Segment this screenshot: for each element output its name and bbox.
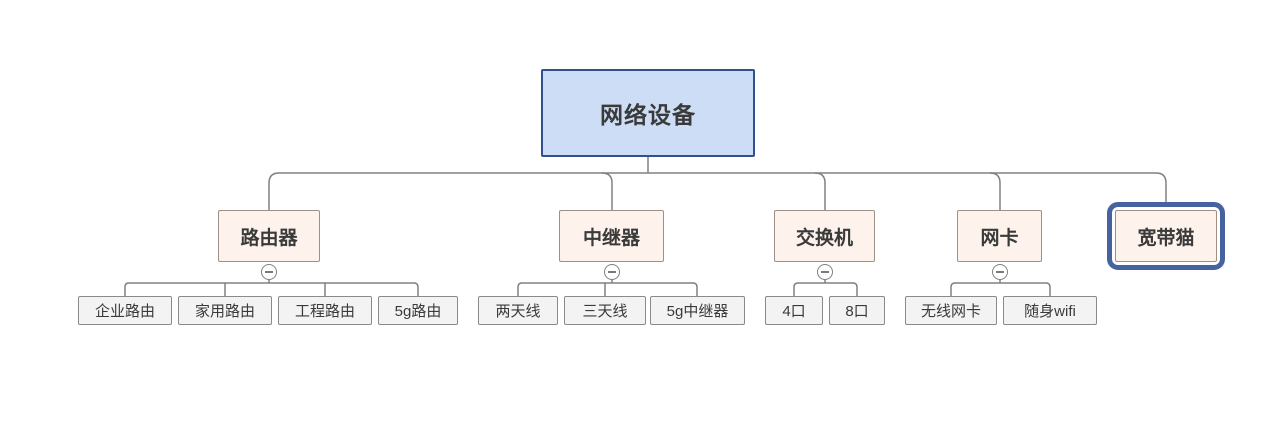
leaf-node-label: 无线网卡 — [920, 303, 981, 320]
branch-node-router[interactable]: 路由器 — [218, 210, 320, 262]
connector-repeater-rail — [517, 282, 698, 296]
connector-drop-nic — [989, 172, 1001, 210]
branch-node-repeater[interactable]: 中继器 — [559, 210, 664, 262]
leaf-node-label: 两天线 — [495, 303, 541, 320]
collapse-toggle-repeater[interactable] — [604, 264, 620, 280]
leaf-node-5g-repeater[interactable]: 5g中继器 — [650, 296, 745, 325]
leaf-node-label: 8口 — [845, 303, 869, 320]
root-node-network-devices[interactable]: 网络设备 — [541, 69, 755, 157]
leaf-node-wireless-nic[interactable]: 无线网卡 — [905, 296, 997, 325]
minus-icon — [996, 271, 1004, 273]
connector-drop-router — [268, 172, 280, 210]
root-node-label: 网络设备 — [600, 102, 696, 128]
leaf-node-engineering-router[interactable]: 工程路由 — [278, 296, 372, 325]
connector-switch-rail — [793, 282, 858, 296]
connector-router-rail — [124, 282, 419, 296]
leaf-node-label: 5g路由 — [394, 303, 442, 320]
leaf-node-label: 工程路由 — [294, 303, 355, 320]
branch-node-label: 中继器 — [582, 227, 640, 249]
leaf-node-label: 企业路由 — [94, 303, 155, 320]
leaf-node-label: 三天线 — [582, 303, 628, 320]
leaf-node-label: 家用路由 — [194, 303, 255, 320]
minus-icon — [821, 271, 829, 273]
connector-drop-modem — [1155, 172, 1167, 206]
leaf-node-portable-wifi[interactable]: 随身wifi — [1003, 296, 1097, 325]
branch-node-label: 路由器 — [240, 227, 298, 249]
leaf-node-4-port[interactable]: 4口 — [765, 296, 823, 325]
collapse-toggle-router[interactable] — [261, 264, 277, 280]
branch-node-nic[interactable]: 网卡 — [957, 210, 1042, 262]
minus-icon — [265, 271, 273, 273]
leaf-node-label: 随身wifi — [1024, 303, 1076, 320]
branch-node-switch[interactable]: 交换机 — [774, 210, 875, 262]
leaf-node-home-router[interactable]: 家用路由 — [178, 296, 272, 325]
minus-icon — [608, 271, 616, 273]
leaf-node-label: 5g中继器 — [666, 303, 729, 320]
branch-node-label: 宽带猫 — [1137, 227, 1195, 249]
leaf-node-two-antenna[interactable]: 两天线 — [478, 296, 558, 325]
collapse-toggle-switch[interactable] — [817, 264, 833, 280]
connector-drop-switch — [814, 172, 826, 210]
branch-node-label: 网卡 — [980, 227, 1019, 249]
branch-node-modem-selected[interactable]: 宽带猫 — [1115, 210, 1217, 262]
connector-nic-rail — [950, 282, 1051, 296]
leaf-node-8-port[interactable]: 8口 — [829, 296, 885, 325]
collapse-toggle-nic[interactable] — [992, 264, 1008, 280]
connector-drop-repeater — [601, 172, 613, 210]
leaf-node-label: 4口 — [782, 303, 806, 320]
leaf-node-three-antenna[interactable]: 三天线 — [564, 296, 646, 325]
branch-node-label: 交换机 — [795, 227, 853, 249]
leaf-node-enterprise-router[interactable]: 企业路由 — [78, 296, 172, 325]
selection-ring: 宽带猫 — [1107, 202, 1225, 270]
leaf-node-5g-router[interactable]: 5g路由 — [378, 296, 458, 325]
